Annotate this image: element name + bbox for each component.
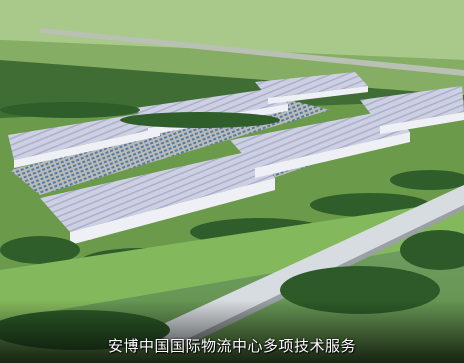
caption-shade [0,300,464,363]
lawn-strip [0,200,464,320]
warehouse-row-front [40,86,464,245]
distant-road [40,28,464,76]
image-caption: 安博中国国际物流中心多项技术服务 [107,336,356,355]
